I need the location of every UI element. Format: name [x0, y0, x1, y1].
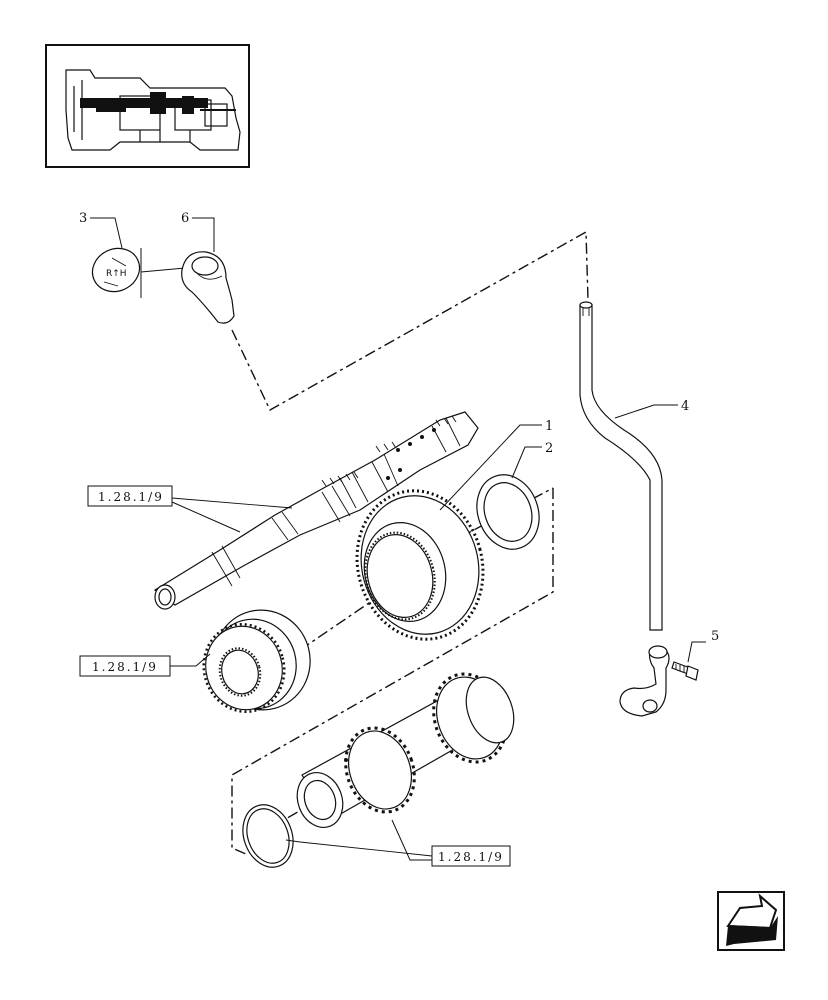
assembly-line-knob-to-lever	[231, 230, 589, 411]
knob-part-6[interactable]	[181, 251, 235, 324]
nav-arrow-icon[interactable]	[717, 891, 785, 951]
gear-cluster-shaft[interactable]	[290, 664, 523, 834]
reference-box-2[interactable]: 1.28.1/9	[79, 655, 171, 677]
reference-label-2: 1.28.1/9	[92, 660, 158, 674]
callout-2: 2	[545, 441, 553, 456]
callout-4: 4	[681, 399, 689, 414]
transmission-overview-thumbnail[interactable]	[45, 44, 250, 168]
callout-6: 6	[181, 211, 189, 226]
decal-part-3[interactable]: R↑H	[85, 241, 146, 299]
callout-1: 1	[545, 419, 553, 434]
callout-3: 3	[79, 211, 87, 226]
snap-ring[interactable]	[235, 798, 302, 875]
assembly-line-gear-axis	[231, 488, 554, 855]
synchro-hub[interactable]	[194, 599, 321, 721]
callout-5: 5	[711, 629, 719, 644]
group-bracket	[140, 248, 186, 298]
svg-text:R↑H: R↑H	[106, 269, 127, 279]
gear-lever-part-4[interactable]	[579, 301, 670, 717]
reference-label-1: 1.28.1/9	[98, 490, 164, 504]
gear-part-1[interactable]	[341, 477, 500, 654]
main-shaft[interactable]	[153, 411, 479, 610]
reference-label-3: 1.28.1/9	[438, 850, 504, 864]
callout-leaders	[90, 217, 706, 861]
ring-part-2[interactable]	[467, 466, 549, 558]
bolt-part-5[interactable]	[671, 661, 699, 681]
assembly-line-upper	[454, 487, 554, 541]
reference-box-1[interactable]: 1.28.1/9	[87, 485, 173, 507]
reference-box-3[interactable]: 1.28.1/9	[431, 845, 511, 867]
